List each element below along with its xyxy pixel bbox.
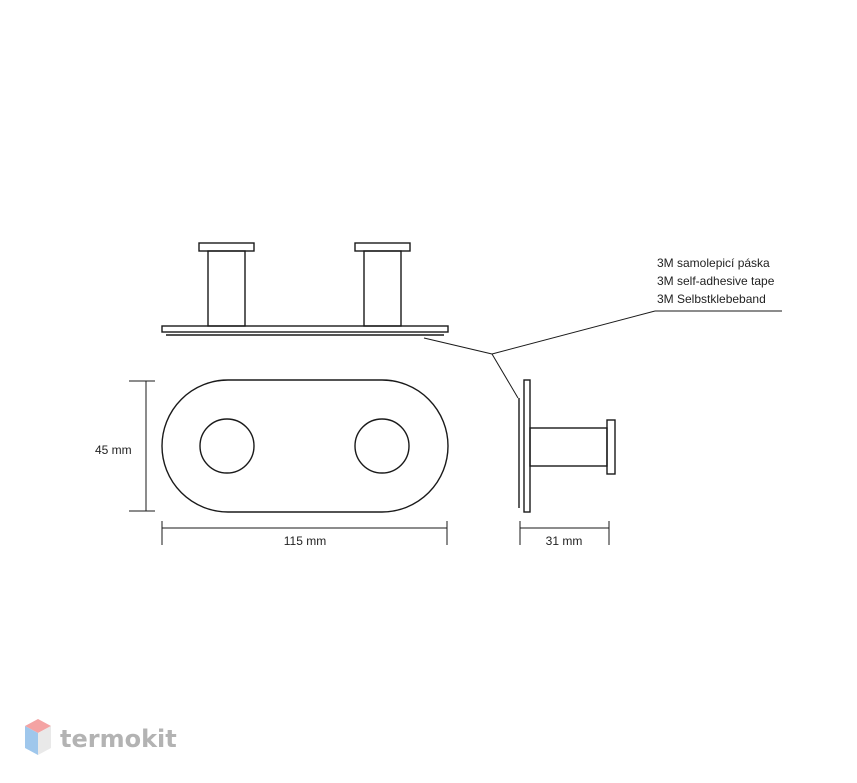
- right-hook-cap: [354, 242, 411, 252]
- termokit-watermark: termokit: [25, 719, 177, 755]
- right-hook-post: [363, 250, 402, 327]
- front-view: [161, 379, 449, 513]
- left-hook-cap: [198, 242, 255, 252]
- tape-label-en: 3M self-adhesive tape: [657, 274, 775, 288]
- top-view: [161, 242, 449, 336]
- callout-leader: [491, 310, 656, 355]
- tape-callout: 3M samolepicí páska 3M self-adhesive tap…: [423, 256, 782, 399]
- backing-plate: [161, 325, 449, 333]
- side-hook-cap: [606, 419, 616, 475]
- dimension-height: 45 mm: [95, 380, 155, 512]
- oval-plate: [161, 379, 449, 513]
- dimension-width: 115 mm: [161, 521, 448, 548]
- left-hook-disc: [199, 418, 255, 474]
- dimension-depth: 31 mm: [519, 521, 610, 548]
- height-label: 45 mm: [95, 443, 132, 457]
- side-hook-post: [529, 427, 608, 467]
- depth-label: 31 mm: [546, 534, 583, 548]
- callout-leader-side-view: [491, 353, 519, 399]
- right-hook-disc: [354, 418, 410, 474]
- side-view: [518, 379, 616, 513]
- tape-label-cz: 3M samolepicí páska: [657, 256, 770, 270]
- watermark-text: termokit: [60, 725, 177, 753]
- side-backing-plate: [523, 379, 531, 513]
- hexagon-cube-icon: [25, 719, 51, 755]
- tape-label-de: 3M Selbstklebeband: [657, 292, 766, 306]
- width-label: 115 mm: [284, 534, 326, 548]
- left-hook-post: [207, 250, 246, 327]
- callout-leader-top-view: [423, 337, 493, 355]
